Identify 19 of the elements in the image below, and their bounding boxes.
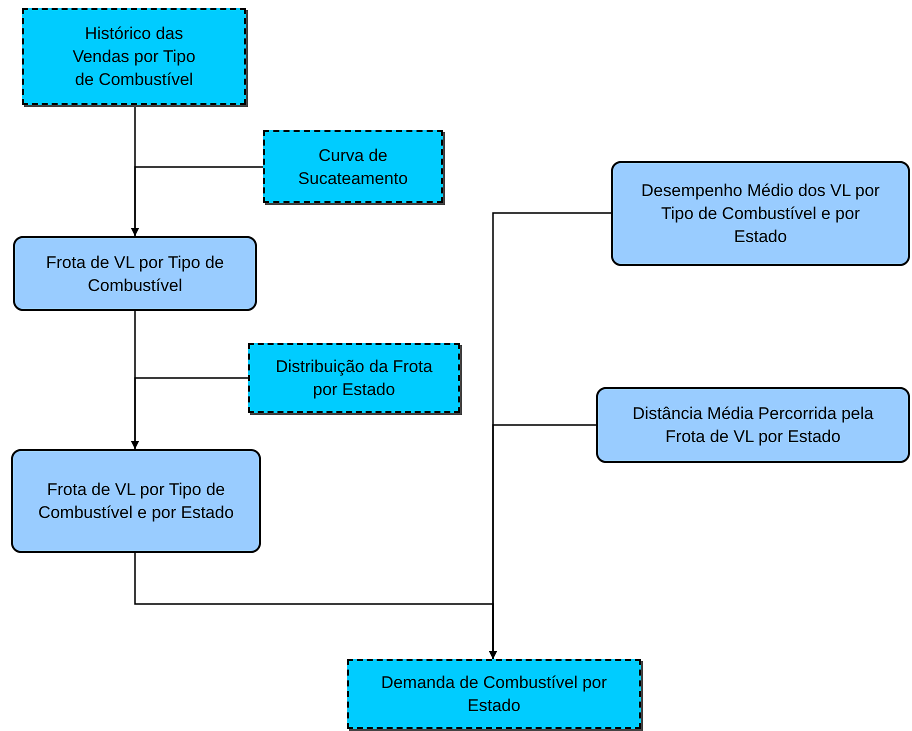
process-box: [611, 161, 910, 266]
arrow: [131, 166, 263, 236]
data-box: [347, 659, 641, 729]
arrow: [131, 377, 248, 449]
box-text: Frota de VL por Tipo de Combustível e por Estado: [37, 479, 235, 524]
box-text: Distância Média Percorrida pela Frota de VL por Estado: [632, 403, 874, 448]
data-box: [263, 130, 443, 203]
process-box: [596, 387, 910, 463]
data-box: [22, 8, 246, 105]
box-text: Frota de VL por Tipo de Combustível: [45, 252, 225, 296]
box-text: Demanda de Combustível por Estado: [380, 672, 608, 717]
box-text: Histórico das Vendas por Tipo de Combustível: [72, 23, 196, 91]
arrow: [489, 424, 596, 659]
box-text: Distribuição da Frota por Estado: [274, 356, 434, 401]
data-box: [248, 343, 460, 413]
process-box: [13, 236, 257, 311]
box-text: Desempenho Médio dos VL por Tipo de Combustível e por Estado: [640, 180, 881, 248]
box-text: Curva de Sucateamento: [297, 144, 409, 190]
process-box: [11, 449, 261, 553]
